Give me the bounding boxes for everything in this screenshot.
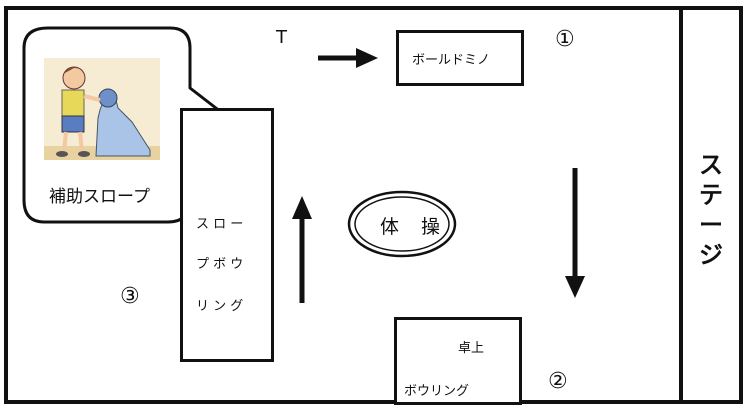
stage-label: ス テ ー ジ [695,150,727,270]
stage-divider [679,6,683,404]
tabletop-bowling-label-bottom: ボウリング [404,384,470,399]
callout-caption: 補助スロープ [49,187,150,207]
down-arrow [565,168,585,298]
up-arrow [292,196,312,303]
right-arrow [318,48,378,68]
ball-domino-label: ボールドミノ [412,53,491,68]
start-marker: T [276,27,287,48]
slope-bowling-line: リ ン グ [196,299,244,314]
slope-bowling-line: プ ボ ウ [196,257,244,272]
stage-char: テ [699,181,723,209]
stage-char: ジ [699,241,723,269]
stage-char: ス [699,151,723,179]
slope-bowling-number: ③ [120,284,140,309]
center-ellipse [347,190,457,258]
child-slope-illustration [44,58,160,160]
tabletop-bowling-label-top: 卓上 [458,341,485,356]
ball-domino-number: ① [555,27,575,52]
ball-domino-box [396,30,524,86]
slope-bowling-line: ス ロ ー [196,217,244,232]
slope-bowling-box [180,108,274,362]
center-label: 体 操 [380,216,449,238]
venue-outline [4,6,743,404]
tabletop-bowling-number: ② [548,369,568,394]
tabletop-bowling-box [394,317,522,405]
stage-char: ー [699,211,723,239]
